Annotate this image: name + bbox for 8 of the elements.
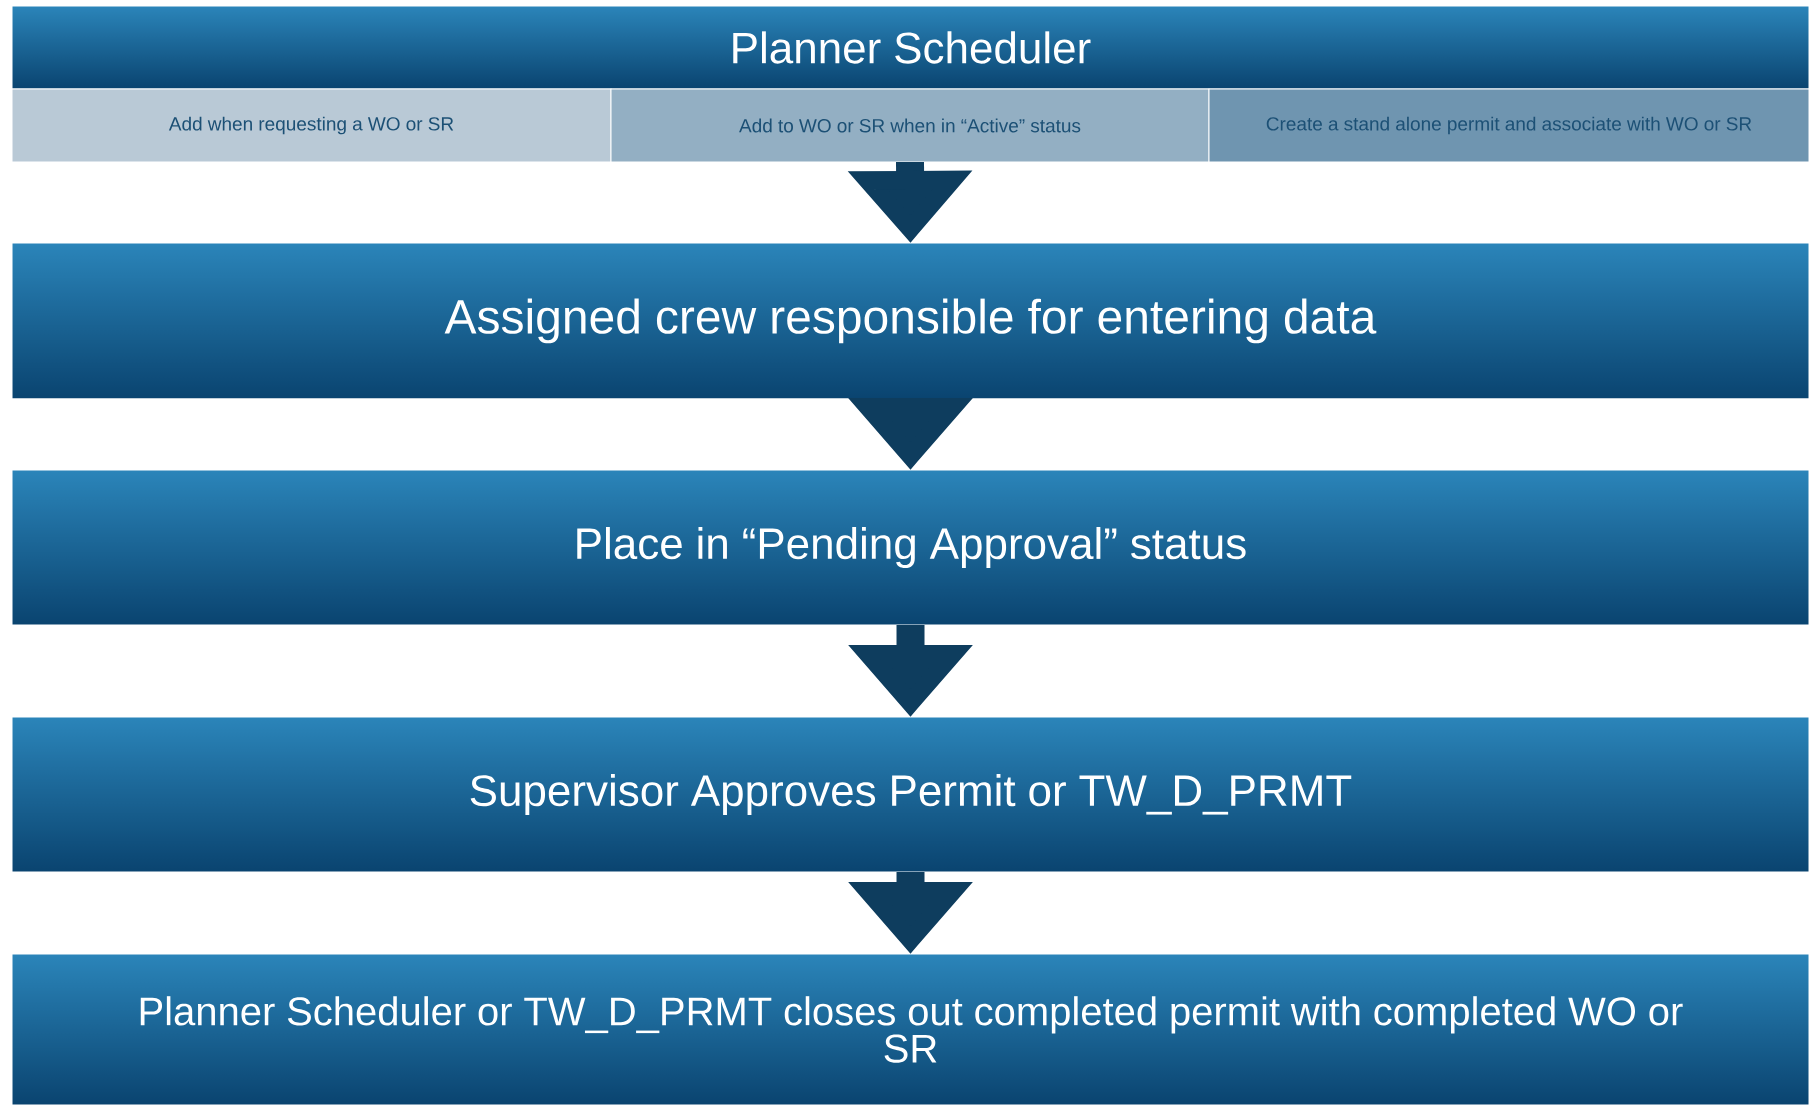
process-box: Supervisor Approves Permit or TW_D_PRMT: [11, 716, 1810, 873]
header-band: Planner Scheduler: [11, 5, 1810, 90]
process-box: Place in “Pending Approval” status: [11, 469, 1810, 626]
process-box: Assigned crew responsible for entering data: [11, 242, 1810, 400]
option-cell: Create a stand alone permit and associate with WO or SR: [1208, 88, 1810, 163]
option-cell: Add when requesting a WO or SR: [11, 88, 612, 163]
option-cell: Add to WO or SR when in “Active” status: [610, 88, 1210, 163]
process-box: Planner Scheduler or TW_D_PRMT closes out completed permit with completed WO or SR: [11, 953, 1810, 1105]
